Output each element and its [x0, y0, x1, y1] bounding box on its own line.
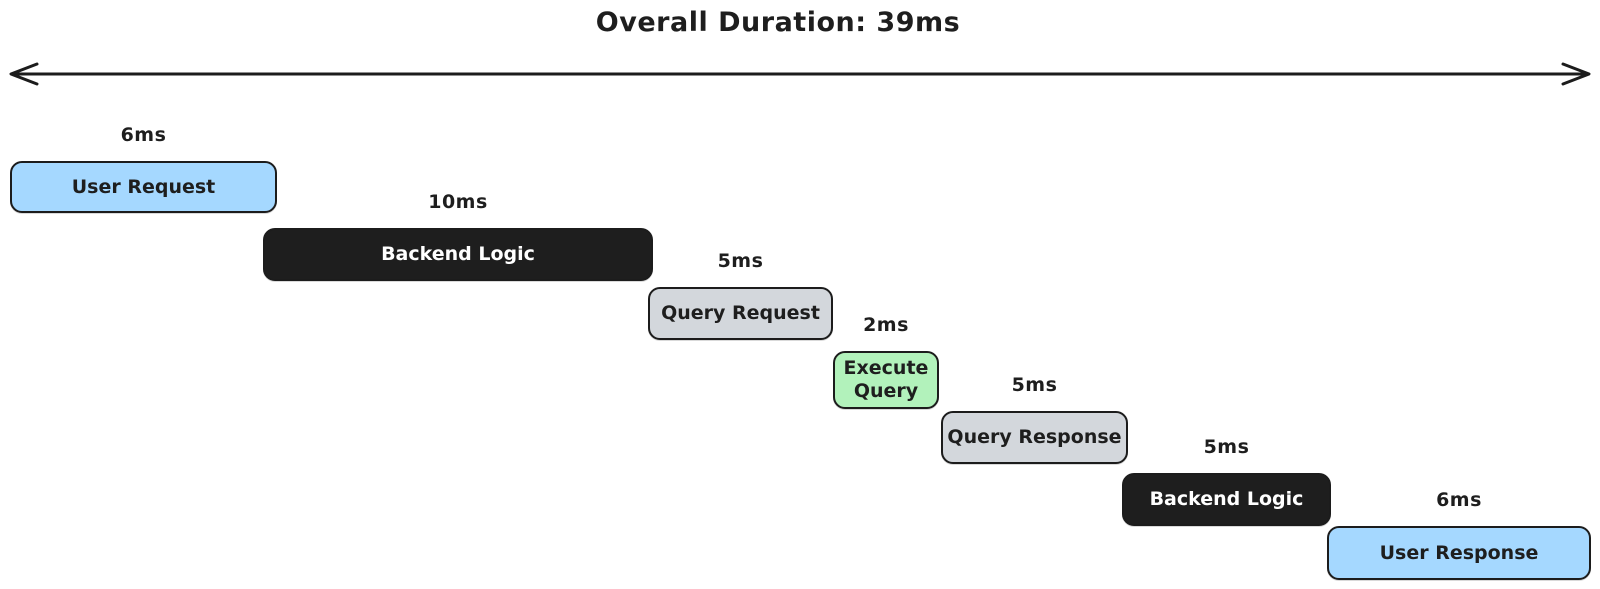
duration-label: 6ms	[120, 124, 167, 146]
task-backend-logic-2: 5ms Backend Logic	[1122, 436, 1331, 526]
task-box-query-request: Query Request	[648, 287, 833, 340]
task-box-execute-query: Execute Query	[833, 351, 939, 409]
task-backend-logic-1: 10ms Backend Logic	[263, 191, 653, 281]
duration-label: 5ms	[717, 250, 764, 272]
task-user-request: 6ms User Request	[10, 124, 277, 213]
task-execute-query: 2ms Execute Query	[833, 314, 939, 409]
task-box-backend-logic-1: Backend Logic	[263, 228, 653, 281]
task-box-backend-logic-2: Backend Logic	[1122, 473, 1331, 526]
task-box-user-request: User Request	[10, 161, 277, 213]
diagram-title: Overall Duration: 39ms	[595, 7, 961, 38]
duration-label: 10ms	[428, 191, 488, 213]
task-box-user-response: User Response	[1327, 526, 1591, 580]
task-user-response: 6ms User Response	[1327, 489, 1591, 580]
task-query-request: 5ms Query Request	[648, 250, 833, 340]
duration-label: 5ms	[1011, 374, 1058, 396]
duration-label: 2ms	[863, 314, 909, 336]
arrowhead-left	[9, 62, 39, 86]
duration-label: 5ms	[1203, 436, 1250, 458]
duration-label: 6ms	[1436, 489, 1482, 511]
task-box-query-response: Query Response	[941, 411, 1128, 464]
arrowhead-right	[1561, 62, 1591, 86]
task-query-response: 5ms Query Response	[941, 374, 1128, 464]
double-headed-arrow	[9, 62, 1591, 86]
